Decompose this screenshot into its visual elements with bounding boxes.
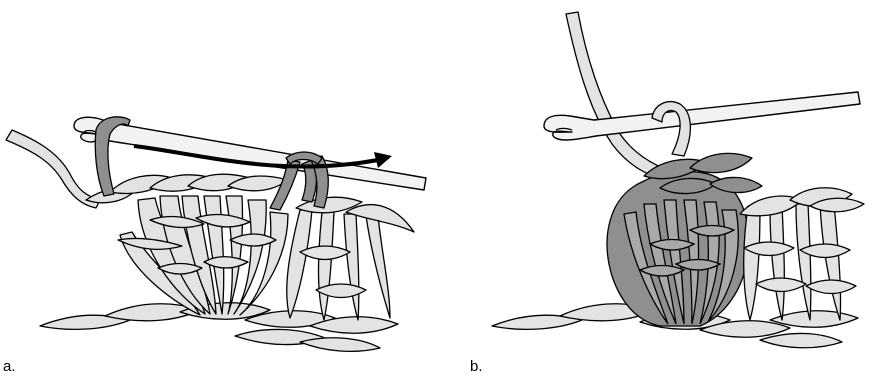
panel-b-illustration — [492, 12, 864, 348]
panel-label-a: a. — [3, 358, 16, 375]
right-stitch-column-b — [740, 188, 864, 320]
working-yarn-strand-b — [566, 12, 668, 180]
panel-a-illustration — [6, 117, 426, 352]
right-stitch-column — [287, 197, 414, 320]
panel-label-b: b. — [470, 358, 483, 375]
cluster-loops — [118, 196, 288, 315]
foundation-chain — [40, 303, 398, 352]
finished-cluster — [607, 172, 749, 326]
